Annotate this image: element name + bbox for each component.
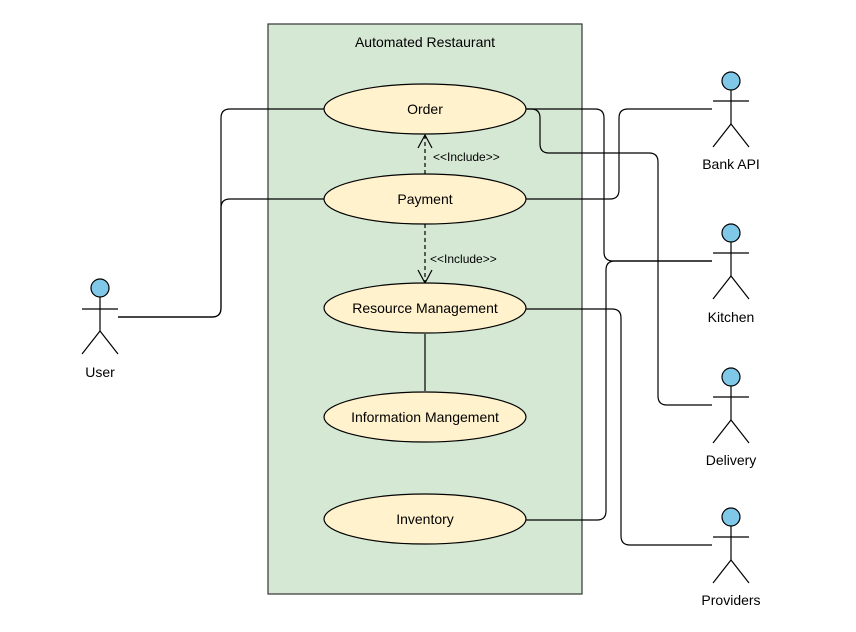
actor-user[interactable] bbox=[81, 278, 119, 355]
actor-kitchen-head bbox=[721, 223, 741, 243]
use-case-payment-label: Payment bbox=[397, 191, 452, 207]
actor-bank-api-label: Bank API bbox=[702, 156, 760, 172]
use-case-resource-management[interactable]: Resource Management bbox=[323, 282, 527, 334]
association-resource-providers bbox=[525, 308, 712, 546]
include-label-resource: <<Include>> bbox=[430, 252, 497, 266]
association-order-kitchen bbox=[525, 108, 712, 262]
actor-providers-label: Providers bbox=[701, 592, 760, 608]
use-case-order-label: Order bbox=[407, 101, 443, 117]
actor-kitchen[interactable] bbox=[712, 223, 750, 300]
association-inventory-kitchen bbox=[525, 260, 712, 521]
actor-delivery-head bbox=[721, 367, 741, 387]
include-label-order: <<Include>> bbox=[433, 150, 500, 164]
actor-bank-api[interactable] bbox=[712, 71, 750, 148]
actor-delivery-label: Delivery bbox=[706, 452, 757, 468]
use-case-order[interactable]: Order bbox=[323, 83, 527, 135]
actor-user-head bbox=[90, 278, 110, 298]
actor-providers[interactable] bbox=[712, 507, 750, 584]
association-payment-bank bbox=[525, 108, 712, 200]
actor-kitchen-label: Kitchen bbox=[708, 309, 755, 325]
use-case-payment[interactable]: Payment bbox=[323, 173, 527, 225]
include-payment-order bbox=[417, 133, 433, 174]
association-user-payment bbox=[118, 198, 325, 318]
actor-bank-api-head bbox=[721, 71, 741, 91]
system-title: Automated Restaurant bbox=[355, 34, 495, 50]
use-case-inventory-label: Inventory bbox=[396, 511, 454, 527]
association-order-delivery bbox=[525, 108, 712, 406]
use-case-information-management[interactable]: Information Mangement bbox=[323, 391, 527, 443]
actor-providers-head bbox=[721, 507, 741, 527]
connectors bbox=[118, 108, 712, 546]
actor-user-label: User bbox=[85, 364, 115, 380]
use-case-information-management-label: Information Mangement bbox=[351, 409, 499, 425]
use-case-resource-management-label: Resource Management bbox=[352, 300, 498, 316]
actor-delivery[interactable] bbox=[712, 367, 750, 444]
use-case-inventory[interactable]: Inventory bbox=[323, 493, 527, 545]
